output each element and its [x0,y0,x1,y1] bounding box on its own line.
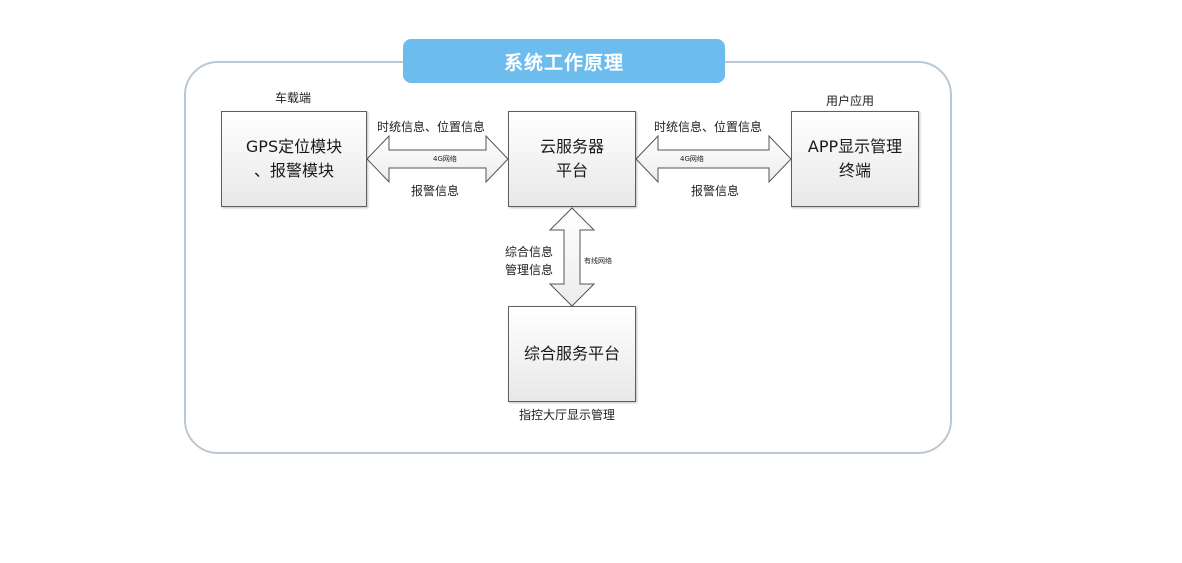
cloud-app-top-label: 时统信息、位置信息 [654,120,763,134]
diagram-title: 系统工作原理 [403,39,725,83]
cloud-box-line2: 平台 [555,161,588,180]
gps-cloud-bottom-label: 报警信息 [411,184,460,198]
cloud-box-line1: 云服务器 [539,137,604,156]
app-box-caption: 用户应用 [826,94,875,108]
integrated-box-caption: 指控大厅显示管理 [519,408,616,422]
integrated-platform-box: 综合服务平台 [508,306,636,402]
app-box-line1: APP显示管理 [807,137,903,156]
cloud-integrated-left-label-1: 综合信息 [505,245,554,259]
app-box-line2: 终端 [838,161,871,180]
gps-box-line2: 、报警模块 [253,161,334,180]
cloud-app-arrow [635,134,792,184]
gps-box-line1: GPS定位模块 [245,137,343,156]
app-terminal-box: APP显示管理 终端 [791,111,919,207]
cloud-app-bottom-label: 报警信息 [691,184,740,198]
integrated-box-line1: 综合服务平台 [523,344,620,363]
cloud-app-network-label: 4G网络 [680,155,704,163]
cloud-integrated-network-label: 有线网络 [584,257,612,265]
cloud-server-box: 云服务器 平台 [508,111,636,207]
gps-cloud-top-label: 时统信息、位置信息 [377,120,486,134]
gps-box-caption: 车载端 [275,91,312,105]
gps-module-box: GPS定位模块 、报警模块 [221,111,367,207]
gps-cloud-network-label: 4G网络 [433,155,457,163]
cloud-integrated-left-label-2: 管理信息 [505,263,554,277]
